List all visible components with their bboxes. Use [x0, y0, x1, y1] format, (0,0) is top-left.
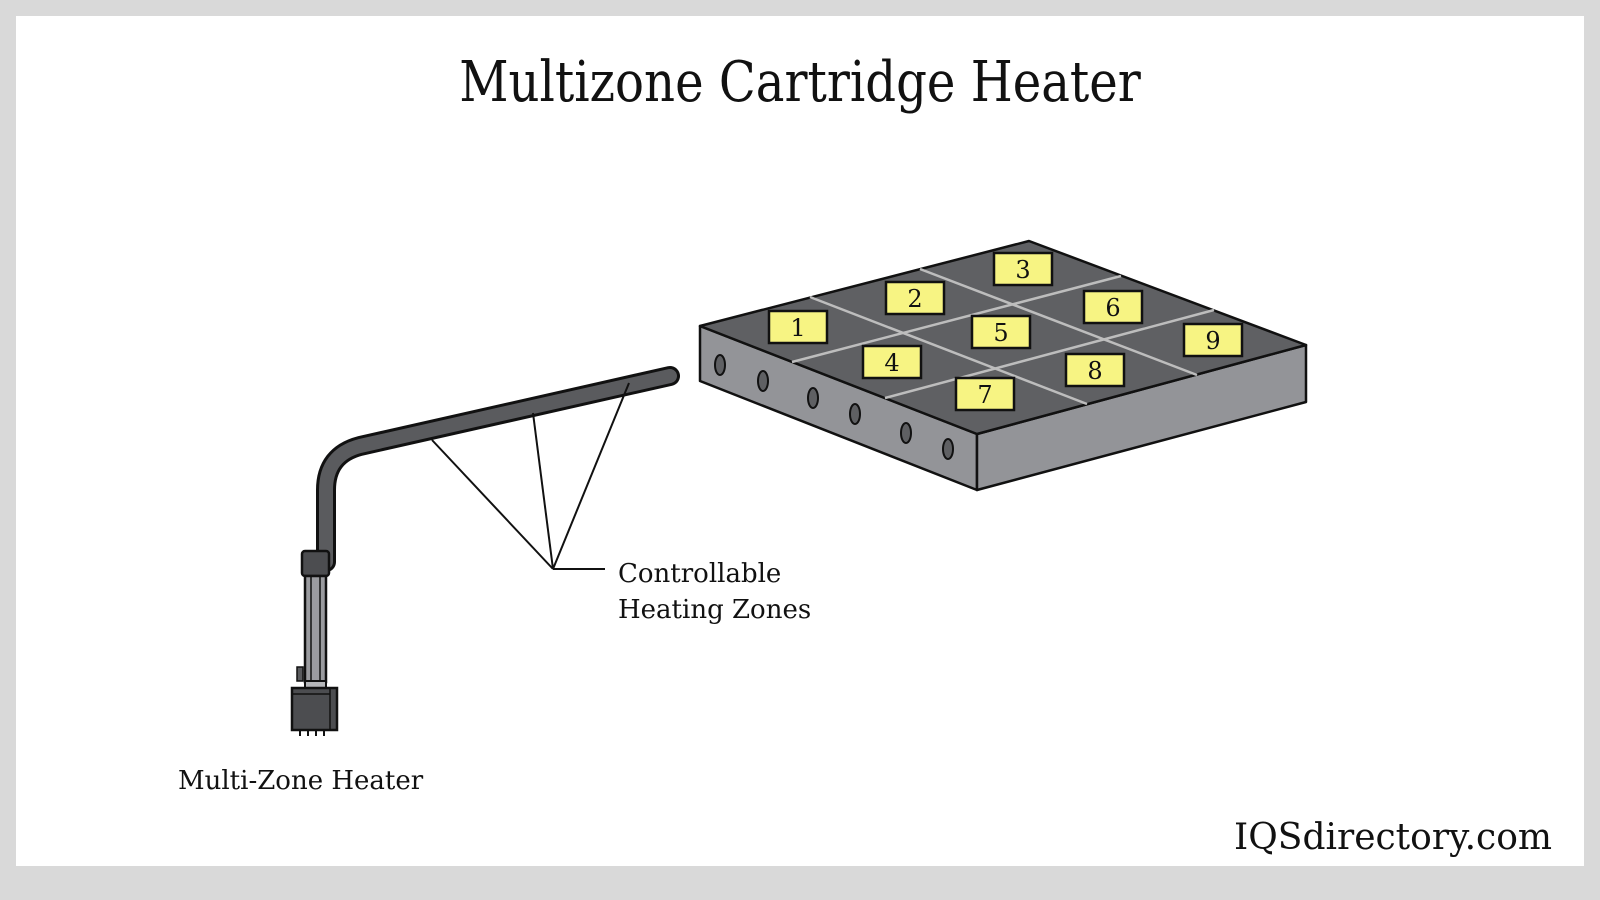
- connector-pins: [299, 730, 325, 736]
- hole: [807, 387, 819, 409]
- zone-label-box: [1064, 352, 1126, 388]
- zone-number: 8: [1087, 357, 1102, 385]
- zone-label-box: [861, 344, 923, 380]
- lead-wires: [303, 574, 328, 684]
- zone-number: 6: [1105, 294, 1120, 322]
- zone-label-9: 9: [1182, 322, 1244, 358]
- site-credit: IQSdirectory.com: [1234, 817, 1552, 858]
- diagram-canvas: [16, 16, 1584, 866]
- zone-label-8: 8: [1064, 352, 1126, 388]
- hole: [714, 354, 726, 376]
- zone-number: 7: [977, 381, 992, 409]
- heating-zones-label-line2: Heating Zones: [618, 595, 812, 625]
- heater-label: Multi-Zone Heater: [178, 766, 424, 796]
- zone-number: 4: [884, 349, 899, 377]
- zone-label-box: [767, 309, 829, 345]
- zones-leader-lines: [431, 382, 630, 570]
- heating-zones-label: Controllable Heating Zones: [618, 556, 811, 628]
- zone-label-6: 6: [1082, 289, 1144, 325]
- hole: [757, 370, 769, 392]
- zone-number: 9: [1205, 327, 1220, 355]
- zone-number: 3: [1015, 256, 1030, 284]
- zone-label-5: 5: [970, 314, 1032, 350]
- cartridge-heater: [290, 366, 680, 736]
- zone-label-7: 7: [954, 376, 1016, 412]
- hole: [900, 422, 912, 444]
- zone-number: 5: [993, 319, 1008, 347]
- zone-label-box: [970, 314, 1032, 350]
- zone-label-box: [992, 251, 1054, 287]
- zone-number: 1: [790, 314, 805, 342]
- block-holes: [714, 354, 954, 460]
- heater-tube: [319, 369, 677, 569]
- zone-label-4: 4: [861, 344, 923, 380]
- zone-label-box: [1082, 289, 1144, 325]
- zone-label-box: [1182, 322, 1244, 358]
- hole: [942, 438, 954, 460]
- heater-collar: [300, 549, 331, 578]
- zone-number: 2: [907, 285, 922, 313]
- heater-block: 1 2 3 4 5 6 7 8 9: [698, 239, 1308, 492]
- zone-label-box: [954, 376, 1016, 412]
- hole: [849, 403, 861, 425]
- zone-label-2: 2: [884, 280, 946, 316]
- heating-zones-label-line1: Controllable: [618, 559, 782, 589]
- zone-label-1: 1: [767, 309, 829, 345]
- zone-labels: 1 2 3 4 5 6 7 8 9: [767, 251, 1244, 412]
- zone-label-3: 3: [992, 251, 1054, 287]
- zone-grid: [791, 267, 1215, 406]
- zone-label-box: [884, 280, 946, 316]
- diagram-title: Multizone Cartridge Heater: [459, 50, 1141, 115]
